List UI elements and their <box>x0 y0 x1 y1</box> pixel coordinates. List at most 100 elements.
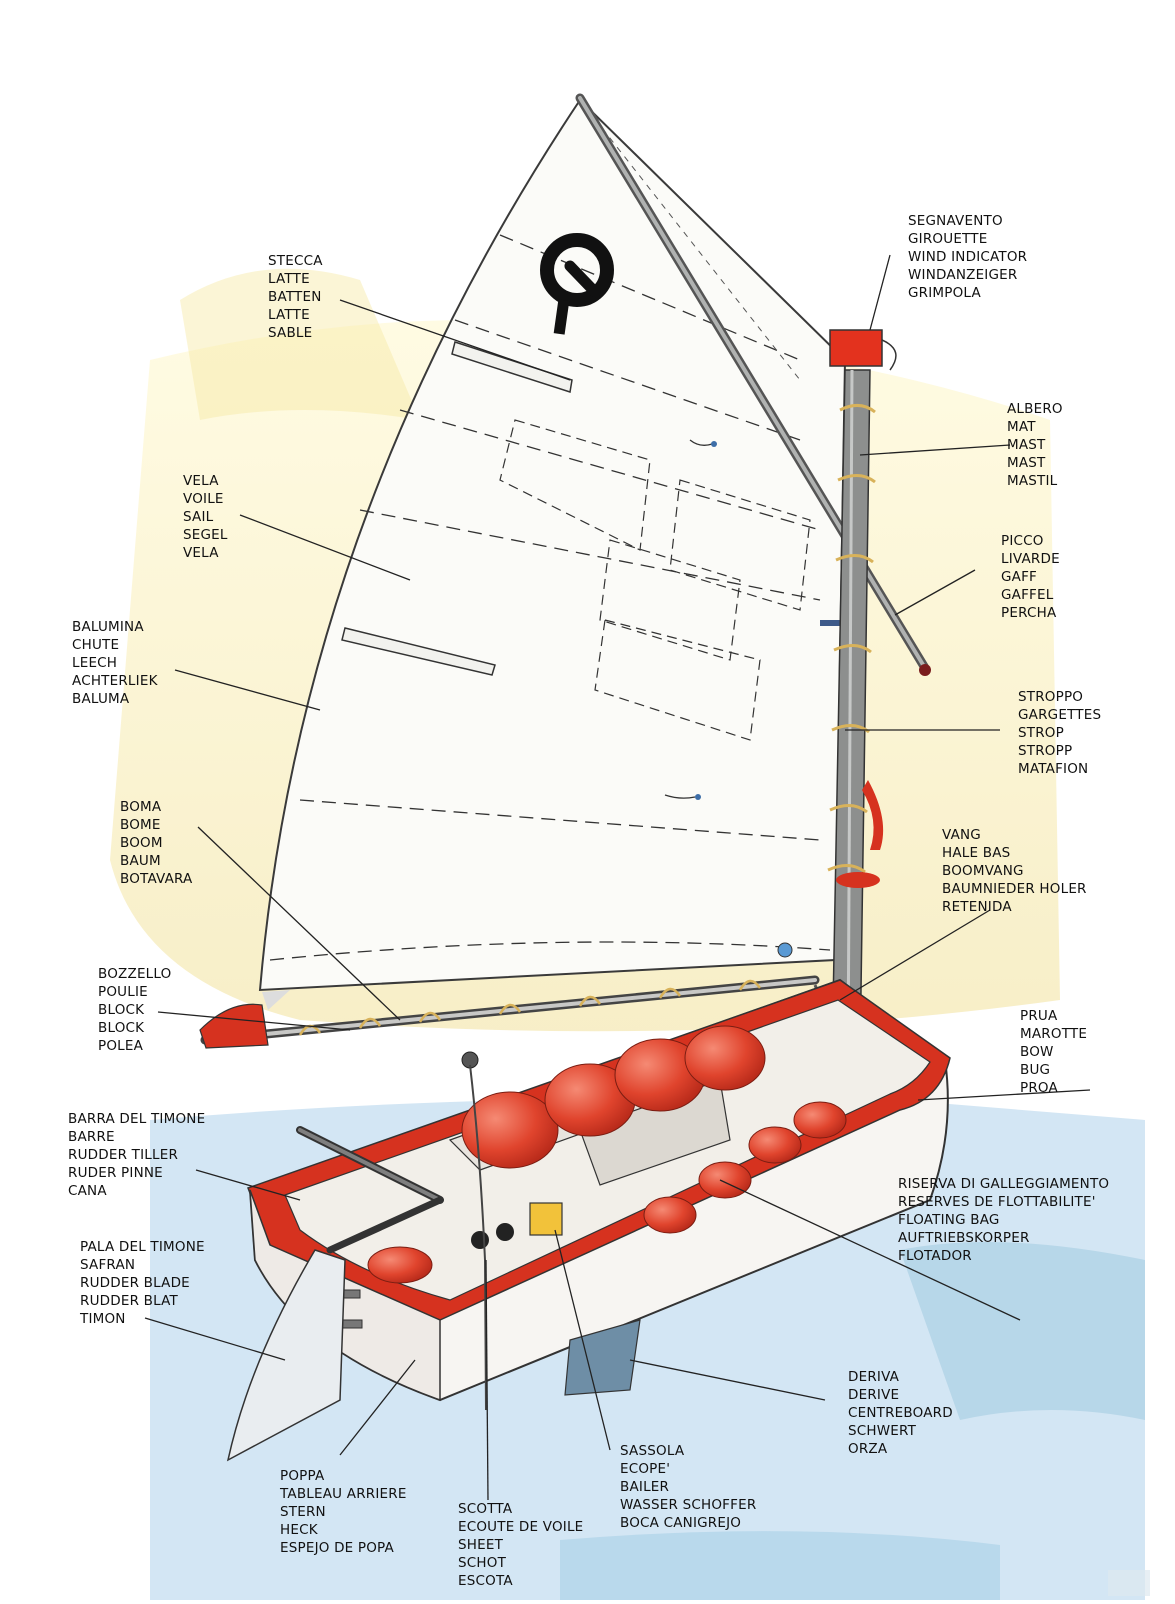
label-block: BOZZELLO POULIE BLOCK BLOCK POLEA <box>98 965 171 1055</box>
label-line: MAROTTE <box>1020 1026 1088 1042</box>
label-bailer: SASSOLA ECOPE' BAILER WASSER SCHOFFER BO… <box>620 1442 756 1532</box>
label-line: SHEET <box>458 1537 504 1553</box>
label-line: LATTE <box>268 307 310 323</box>
label-line: RUDDER TILLER <box>68 1147 179 1163</box>
sail-insignia <box>540 233 614 335</box>
label-line: VOILE <box>183 491 224 507</box>
wind-indicator <box>829 329 897 371</box>
label-leech: BALUMINA CHUTE LEECH ACHTERLIEK BALUMA <box>72 618 158 708</box>
label-line: WIND INDICATOR <box>908 249 1028 265</box>
label-line: RUDDER BLADE <box>80 1275 190 1291</box>
label-line: LATTE <box>268 271 310 287</box>
label-line: BARRE <box>68 1129 115 1145</box>
label-line: GARGETTES <box>1018 707 1102 723</box>
label-wind-indicator: SEGNAVENTO GIROUETTE WIND INDICATOR WIND… <box>908 212 1027 302</box>
label-line: HECK <box>280 1522 318 1538</box>
label-line: SCHWERT <box>848 1423 917 1439</box>
label-line: CHUTE <box>72 637 120 653</box>
label-line: BAUMNIEDER HOLER <box>942 881 1087 897</box>
label-line: CANA <box>68 1183 107 1199</box>
label-line: SAFRAN <box>80 1257 136 1273</box>
label-line: ESPEJO DE POPA <box>280 1540 394 1556</box>
label-line: POPPA <box>280 1468 325 1484</box>
label-line: ECOPE' <box>620 1461 671 1477</box>
label-line: BOZZELLO <box>98 966 172 982</box>
rudder-blade <box>226 1249 346 1462</box>
label-line: SAIL <box>183 509 214 525</box>
hull <box>247 978 951 1411</box>
label-line: BOOM <box>120 835 163 851</box>
label-line: ORZA <box>848 1441 888 1457</box>
centreboard <box>564 1319 641 1396</box>
label-line: LEECH <box>72 655 118 671</box>
label-vang: VANG HALE BAS BOOMVANG BAUMNIEDER HOLER … <box>942 826 1087 916</box>
label-line: RESERVES DE FLOTTABILITE' <box>898 1194 1096 1210</box>
label-line: CENTREBOARD <box>848 1405 953 1421</box>
label-line: BAILER <box>620 1479 670 1495</box>
label-line: BOOMVANG <box>942 863 1024 879</box>
label-line: BATTEN <box>268 289 322 305</box>
label-line: SEGEL <box>183 527 228 543</box>
label-line: DERIVE <box>848 1387 900 1403</box>
label-line: MATAFION <box>1018 761 1089 777</box>
label-line: PRUA <box>1020 1008 1058 1024</box>
label-line: GRIMPOLA <box>908 285 981 301</box>
label-line: STROPPO <box>1018 689 1084 705</box>
label-stern: POPPA TABLEAU ARRIERE STERN HECK ESPEJO … <box>280 1467 407 1557</box>
label-gaff: PICCO LIVARDE GAFF GAFFEL PERCHA <box>1001 532 1060 622</box>
label-mast: ALBERO MAT MAST MAST MASTIL <box>1007 400 1063 490</box>
label-line: PALA DEL TIMONE <box>80 1239 205 1255</box>
label-rudder: PALA DEL TIMONE SAFRAN RUDDER BLADE RUDD… <box>80 1238 205 1328</box>
label-line: ACHTERLIEK <box>72 673 158 689</box>
label-line: BAUM <box>120 853 161 869</box>
label-line: ECOUTE DE VOILE <box>458 1519 584 1535</box>
label-line: GIROUETTE <box>908 231 988 247</box>
label-line: BARRA DEL TIMONE <box>68 1111 206 1127</box>
label-floating-bag: RISERVA DI GALLEGGIAMENTO RESERVES DE FL… <box>898 1175 1109 1265</box>
label-centreboard: DERIVA DERIVE CENTREBOARD SCHWERT ORZA <box>848 1368 953 1458</box>
label-line: BOW <box>1020 1044 1054 1060</box>
label-line: POLEA <box>98 1038 144 1054</box>
label-sail: VELA VOILE SAIL SEGEL VELA <box>183 472 228 562</box>
label-line: VELA <box>183 545 219 561</box>
label-line: WINDANZEIGER <box>908 267 1018 283</box>
label-line: MAST <box>1007 455 1046 471</box>
label-line: TIMON <box>80 1311 126 1327</box>
label-strop: STROPPO GARGETTES STROP STROPP MATAFION <box>1018 688 1101 778</box>
label-line: STROP <box>1018 725 1064 741</box>
label-line: RETENIDA <box>942 899 1012 915</box>
label-line: FLOATING BAG <box>898 1212 1000 1228</box>
corner-stamp <box>1108 1570 1150 1596</box>
label-line: DERIVA <box>848 1369 900 1385</box>
label-line: BOME <box>120 817 161 833</box>
label-line: STERN <box>280 1504 326 1520</box>
label-bow: PRUA MAROTTE BOW BUG PROA <box>1020 1007 1087 1097</box>
label-line: ALBERO <box>1007 401 1063 417</box>
label-line: LIVARDE <box>1001 551 1060 567</box>
label-line: SEGNAVENTO <box>908 213 1003 229</box>
label-line: SASSOLA <box>620 1443 685 1459</box>
label-line: MAST <box>1007 437 1046 453</box>
label-line: BLOCK <box>98 1002 145 1018</box>
label-line: SABLE <box>268 325 313 341</box>
label-sheet: SCOTTA ECOUTE DE VOILE SHEET SCHOT ESCOT… <box>458 1500 583 1590</box>
label-line: HALE BAS <box>942 845 1011 861</box>
boom <box>199 942 842 1049</box>
label-line: BALUMA <box>72 691 130 707</box>
label-line: TABLEAU ARRIERE <box>280 1486 407 1502</box>
label-line: GAFFEL <box>1001 587 1054 603</box>
label-line: BOTAVARA <box>120 871 193 887</box>
label-line: PERCHA <box>1001 605 1057 621</box>
label-line: PROA <box>1020 1080 1058 1096</box>
label-line: BUG <box>1020 1062 1051 1078</box>
label-line: FLOTADOR <box>898 1248 972 1264</box>
label-line: BALUMINA <box>72 619 144 635</box>
mast <box>827 369 884 1061</box>
label-line: BOCA CANIGREJO <box>620 1515 742 1531</box>
label-line: RUDDER BLAT <box>80 1293 178 1309</box>
label-line: BOMA <box>120 799 162 815</box>
label-line: POULIE <box>98 984 148 1000</box>
leader-lines <box>144 254 1091 1501</box>
label-line: MAT <box>1007 419 1036 435</box>
